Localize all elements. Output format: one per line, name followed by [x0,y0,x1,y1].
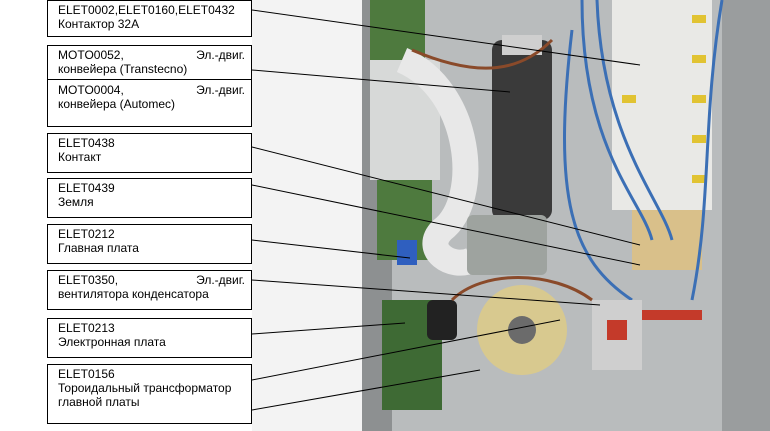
label-desc: вентилятора конденсатора [58,287,209,301]
label-desc: Главная плата [58,241,139,255]
label-code: ELET0438 [58,136,115,150]
label-desc: Тороидальный трансформатор главной платы [58,381,232,409]
label-type: Эл.-двиг. [196,273,245,287]
label-code: ELET0350, [58,273,119,287]
label-code: ELET0439 [58,181,115,195]
label-desc: Земля [58,195,94,209]
label-electronic: ELET0213 Электронная плата [47,318,252,358]
label-desc: Электронная плата [58,335,166,349]
cabinet-illustration [252,0,770,431]
label-mainboard: ELET0212 Главная плата [47,224,252,264]
label-type: Эл.-двиг. [196,83,245,97]
label-desc: конвейера (Transtecno) [58,62,188,76]
label-desc: Контакт [58,150,102,164]
label-code: MOTO0004, [58,83,124,97]
equipment-photo [252,0,770,431]
label-desc: конвейера (Automec) [58,97,176,111]
gearbox [467,215,547,275]
label-fan: ELET0350, Эл.-двиг. вентилятора конденса… [47,270,252,310]
label-contact: ELET0438 Контакт [47,133,252,173]
label-ground: ELET0439 Земля [47,178,252,218]
label-code: ELET0212 [58,227,115,241]
label-toroid: ELET0156 Тороидальный трансформатор глав… [47,364,252,424]
label-type: Эл.-двиг. [196,48,245,62]
label-motor: MOTO0052, Эл.-двиг. конвейера (Transtecn… [47,45,252,127]
label-code: ELET0213 [58,321,115,335]
blue-relay [397,240,417,265]
label-code: ELET0002,ELET0160,ELET0432 [58,3,235,17]
label-contactor: ELET0002,ELET0160,ELET0432 Контактор 32А [47,0,252,37]
label-code: MOTO0052, [58,48,124,62]
label-code: ELET0156 [58,367,115,381]
label-desc: Контактор 32А [58,17,140,31]
label-motor-alt: MOTO0004, Эл.-двиг. конвейера (Automec) [48,79,251,111]
